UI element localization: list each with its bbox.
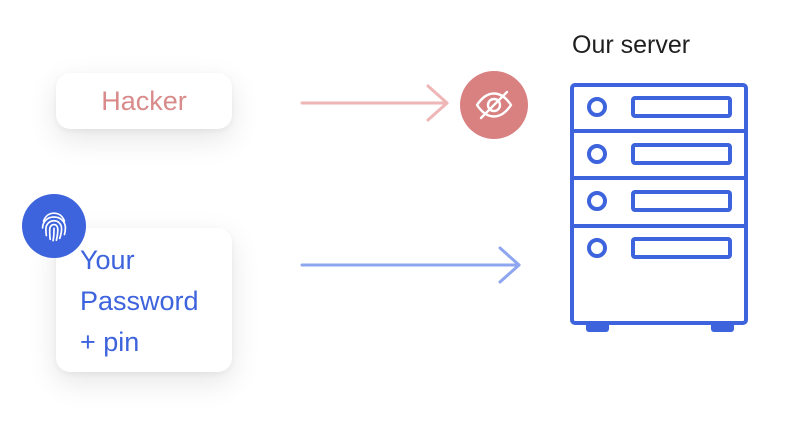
credentials-label: Your Password + pin [80, 245, 199, 357]
hacker-arrow [300, 84, 449, 122]
eye-slash-icon [460, 71, 528, 139]
user-arrow [300, 246, 521, 284]
server-title: Our server [572, 31, 691, 59]
hacker-label: Hacker [101, 85, 187, 116]
fingerprint-icon [22, 194, 86, 258]
credentials-card: Your Password + pin [56, 228, 232, 372]
hacker-card: Hacker [56, 73, 232, 129]
